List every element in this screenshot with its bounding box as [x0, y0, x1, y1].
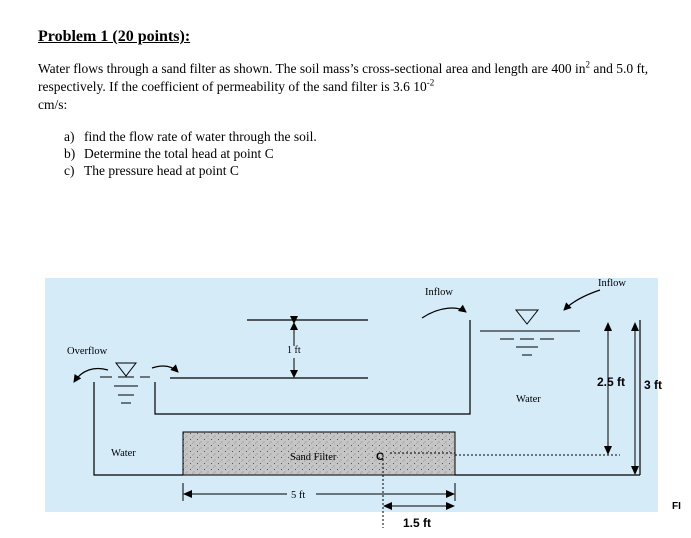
- dim-2-5ft-arrowhead-bottom: [604, 446, 612, 455]
- container-outline: [93, 320, 641, 476]
- question-label: a): [64, 129, 75, 144]
- dim-1ft-arrowhead-up: [290, 322, 298, 330]
- dim-5ft-arrowhead-right: [446, 490, 455, 498]
- dim-1ft-label: 1 ft: [287, 345, 301, 356]
- water-level-symbol-left: [100, 362, 150, 404]
- prompt-text-2: and 5.0 ft, respectively. If the coeffic…: [38, 61, 649, 94]
- dim-5ft-lines: [182, 483, 456, 501]
- prompt-text-1: Water flows through a sand filter as sho…: [38, 61, 586, 76]
- question-text: The pressure head at point C: [84, 163, 239, 178]
- dim-3ft-label: 3 ft: [644, 378, 662, 392]
- question-list: a) find the flow rate of water through th…: [64, 128, 317, 179]
- diagram-background: [45, 278, 658, 512]
- point-c-label: C: [376, 451, 384, 463]
- question-item: b) Determine the total head at point C: [64, 145, 317, 162]
- question-item: a) find the flow rate of water through th…: [64, 128, 317, 145]
- sand-filter: [182, 431, 456, 476]
- permeability-exponent: -2: [426, 77, 435, 88]
- inflow-top-label: Inflow: [425, 287, 453, 298]
- prompt-text-3: cm/s:: [38, 97, 68, 112]
- sand-filter-label: Sand Filter: [290, 452, 337, 463]
- dim-5ft-label: 5 ft: [291, 490, 305, 501]
- middle-channel-wall: [154, 320, 471, 415]
- dim-2-5ft-label: 2.5 ft: [597, 375, 625, 389]
- question-item: c) The pressure head at point C: [64, 162, 317, 179]
- water-left-label: Water: [111, 448, 136, 459]
- dim-1-5ft-arrowhead-left: [383, 502, 392, 510]
- problem-title: Problem 1 (20 points):: [38, 28, 191, 45]
- area-exponent: 2: [585, 59, 591, 70]
- inflow-right-label: Inflow: [598, 278, 626, 289]
- cut-off-text: FI: [672, 501, 681, 512]
- left-chamber-wall: [93, 382, 183, 476]
- question-text: find the flow rate of water through the …: [84, 129, 317, 144]
- water-right-label: Water: [516, 394, 541, 405]
- dim-1-5ft-label: 1.5 ft: [403, 516, 431, 530]
- question-label: b): [64, 146, 76, 161]
- overflow-label: Overflow: [67, 346, 108, 357]
- dim-1-5ft-arrowhead-right: [446, 502, 455, 510]
- water-level-symbol-right: [500, 309, 554, 356]
- dim-3ft-arrowhead-top: [631, 322, 639, 331]
- overflow-arrow-left: [73, 367, 109, 383]
- dim-2-5ft-arrowhead-top: [604, 322, 612, 331]
- dim-3ft-arrowhead-bottom: [631, 466, 639, 475]
- dim-5ft-arrowhead-left: [183, 490, 192, 498]
- inflow-arrow-right: [563, 289, 601, 311]
- question-text: Determine the total head at point C: [84, 146, 274, 161]
- overflow-arrow-right: [151, 364, 179, 373]
- question-label: c): [64, 163, 75, 178]
- inflow-arrow-top: [421, 304, 467, 319]
- problem-statement: Water flows through a sand filter as sho…: [38, 60, 653, 114]
